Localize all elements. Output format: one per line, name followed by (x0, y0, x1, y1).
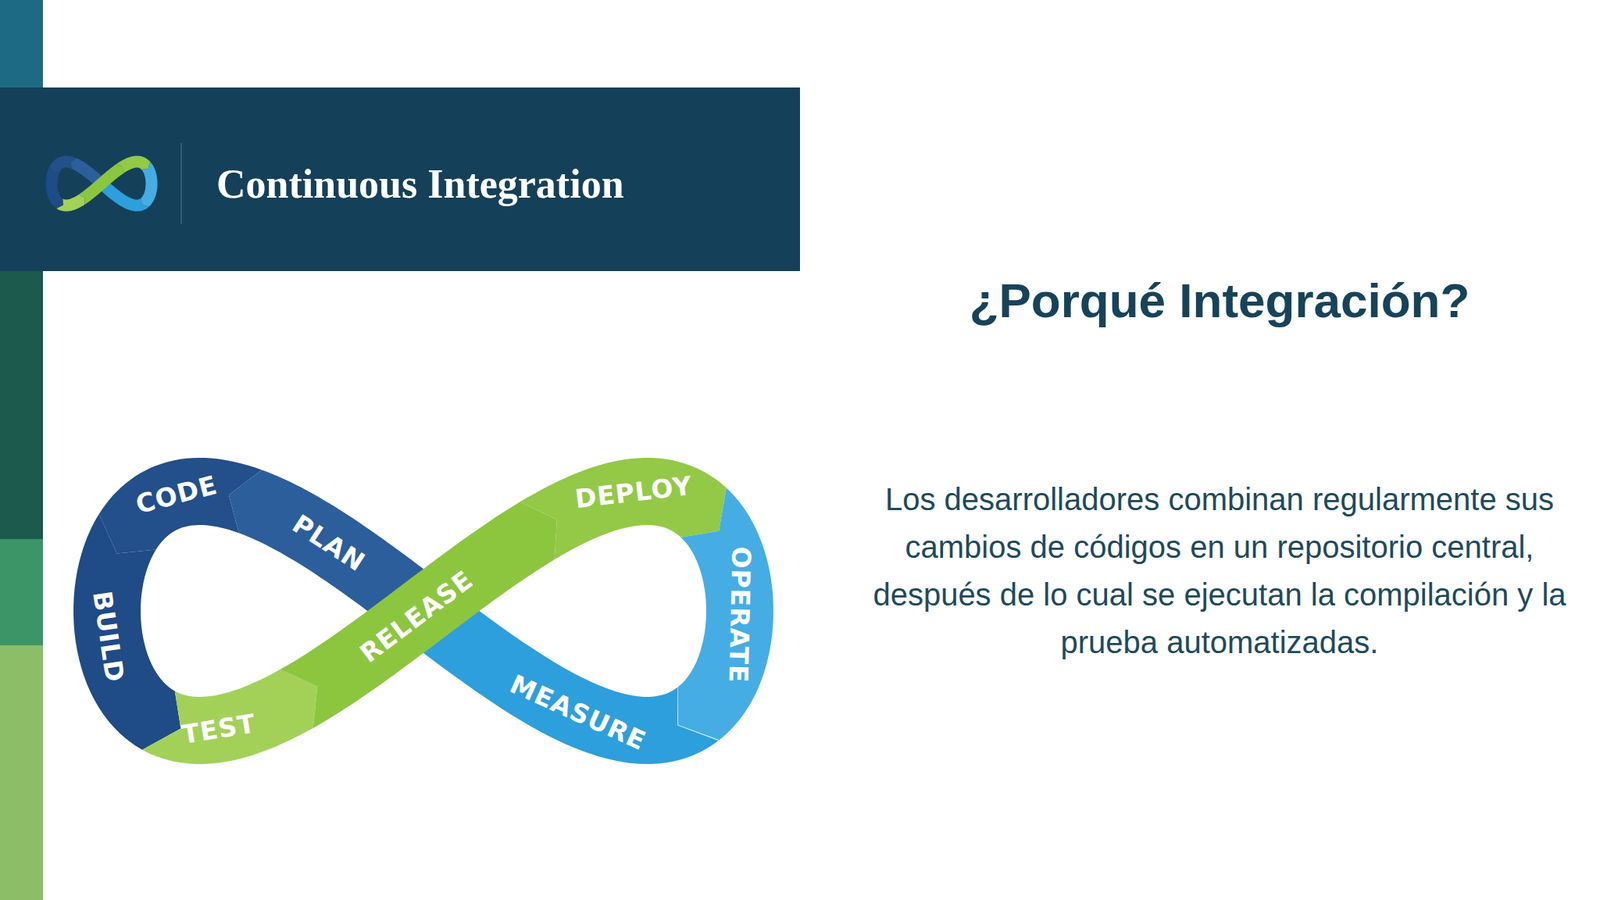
logo-segment (46, 166, 64, 209)
segment-shape (71, 511, 183, 752)
header-divider (180, 142, 183, 225)
body-paragraph: Los desarrolladores combinan regularment… (871, 475, 1568, 667)
stage-label: OPERATE (725, 546, 754, 684)
side-strip (0, 645, 43, 900)
logo-segment (141, 161, 158, 208)
header-title: Continuous Integration (216, 160, 625, 208)
logo-segment (56, 194, 85, 211)
cycle-segment: BUILD (71, 511, 183, 752)
side-strip (0, 539, 43, 646)
logo (46, 156, 158, 212)
segment-arrow (393, 577, 718, 765)
side-strip (0, 0, 43, 88)
cycle-segment: TEST (139, 667, 320, 766)
slide-heading: ¿Porqué Integración? (750, 269, 1600, 333)
header-band (0, 87, 800, 272)
segment-arrow (73, 514, 181, 750)
cycle-segment: OPERATE (675, 485, 775, 743)
side-strip (0, 271, 43, 540)
cycle-segment: RELEASE (278, 500, 559, 730)
segment-arrow (142, 669, 318, 765)
logo-segment (78, 164, 123, 205)
segment-arrow (678, 488, 774, 741)
segment-shape (675, 485, 775, 743)
